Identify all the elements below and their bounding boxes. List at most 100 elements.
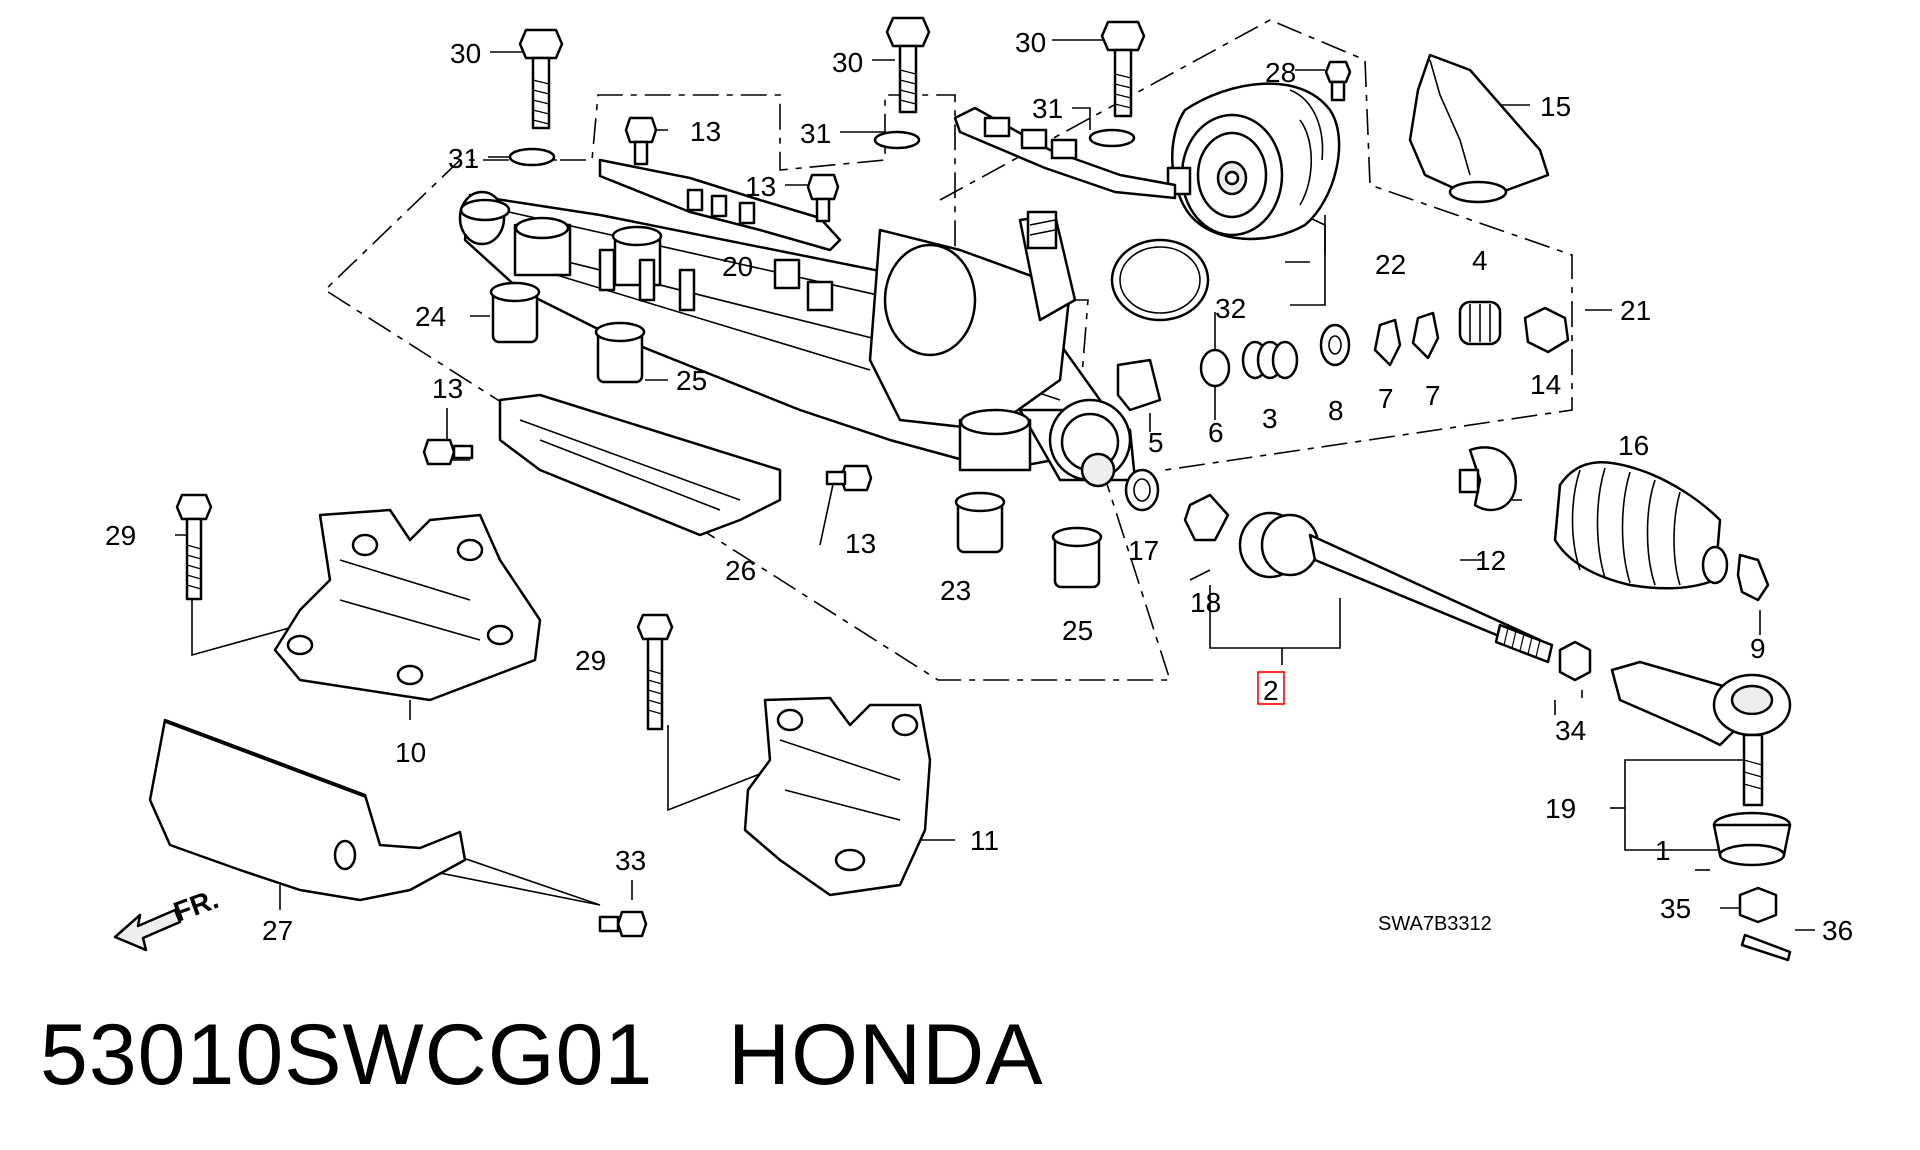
washer-31-left	[508, 147, 556, 167]
washer-31-right	[1088, 128, 1136, 148]
motor-22	[1166, 82, 1341, 241]
part-number: 53010SWCG01	[40, 1007, 654, 1103]
mount-10	[273, 508, 542, 702]
nut-34	[1558, 640, 1592, 682]
bolt-13-bracket	[806, 173, 840, 223]
callout-20: 20	[722, 251, 753, 282]
callout-23: 23	[940, 575, 971, 606]
shield-27	[148, 718, 467, 902]
callout-36: 36	[1822, 915, 1853, 946]
callout-28: 28	[1265, 57, 1296, 88]
boot-16	[1553, 461, 1729, 590]
rack-housing	[458, 190, 1137, 488]
callout-27: 27	[262, 915, 293, 946]
callout-29: 29	[575, 645, 606, 676]
bracket-20	[598, 158, 842, 252]
callout-10: 10	[395, 737, 426, 768]
ring-6	[1199, 348, 1231, 388]
bushing-25-lower	[1051, 526, 1103, 589]
cover-15	[1408, 53, 1550, 204]
nut-35	[1738, 886, 1778, 924]
clip-9	[1736, 553, 1770, 602]
callout-30: 30	[450, 38, 481, 69]
bolt-28	[1324, 60, 1352, 102]
callout-19: 19	[1545, 793, 1576, 824]
callout-4: 4	[1472, 245, 1488, 276]
bolt-29-center	[636, 613, 674, 731]
callout-31: 31	[800, 118, 831, 149]
brand-name: HONDA	[728, 1007, 1044, 1103]
cover-26	[498, 393, 782, 537]
bolt-30-left	[518, 28, 564, 130]
callout-34: 34	[1555, 715, 1586, 746]
direction-marker-label: FR.	[169, 883, 222, 928]
washer-8	[1319, 323, 1351, 367]
plate-7-a	[1373, 318, 1402, 367]
washer-31-center	[873, 130, 921, 150]
callout-13: 13	[745, 171, 776, 202]
diagram-code: SWA7B3312	[1378, 913, 1492, 935]
washer-8-hole	[1328, 335, 1342, 355]
highlight-box	[1257, 671, 1285, 705]
callout-22: 22	[1375, 249, 1406, 280]
callout-35: 35	[1660, 893, 1691, 924]
callout-26: 26	[725, 555, 756, 586]
callout-labels: 30 30 30 31 31 31 28 15 13 13 13 13 20 2…	[105, 27, 1853, 946]
callout-32: 32	[1215, 293, 1246, 324]
callout-13: 13	[845, 528, 876, 559]
callout-7: 7	[1425, 380, 1441, 411]
callout-31: 31	[448, 143, 479, 174]
bolt-30-right	[1100, 20, 1146, 118]
callout-18: 18	[1190, 587, 1221, 618]
seal-32-inner	[1119, 246, 1201, 314]
callout-9: 9	[1750, 633, 1766, 664]
callout-25: 25	[676, 365, 707, 396]
plate-7-b	[1411, 311, 1440, 360]
callout-30: 30	[1015, 27, 1046, 58]
callout-1: 1	[1655, 835, 1671, 866]
callout-17: 17	[1128, 535, 1159, 566]
bushing-24	[489, 281, 541, 344]
assembly-outline-motor	[939, 19, 1573, 471]
bushing-23	[954, 491, 1006, 554]
spring-3	[1241, 340, 1299, 380]
callout-11: 11	[970, 825, 999, 856]
ring-17	[1124, 468, 1160, 512]
tie-rod-end-19	[1610, 660, 1792, 807]
callout-16: 16	[1618, 430, 1649, 461]
part-caption: 53010SWCG01 HONDA	[40, 1012, 1044, 1098]
band-12	[1458, 446, 1518, 512]
locknut-14	[1523, 306, 1570, 354]
bushing-25-upper	[594, 321, 646, 384]
callout-2: 2	[1263, 675, 1279, 706]
callout-14: 14	[1530, 369, 1561, 400]
seal-32	[1110, 238, 1210, 322]
bolt-13-cover	[825, 464, 873, 492]
callout-30: 30	[832, 47, 863, 78]
tie-rod-2	[1238, 511, 1554, 664]
callout-15: 15	[1540, 91, 1571, 122]
callout-24: 24	[415, 301, 446, 332]
bolt-33	[598, 910, 648, 938]
callout-31: 31	[1032, 93, 1063, 124]
callout-6: 6	[1208, 417, 1224, 448]
bolt-13-left	[422, 438, 474, 466]
callout-7: 7	[1378, 383, 1394, 414]
callout-8: 8	[1328, 395, 1344, 426]
cotter-pin-36	[1740, 933, 1792, 962]
dust-boot-1	[1712, 811, 1792, 867]
callout-3: 3	[1262, 403, 1278, 434]
ring-17-inner	[1133, 478, 1151, 502]
motor-harness	[953, 106, 1177, 200]
rack-guide-5	[1116, 358, 1162, 412]
lock-washer-18	[1183, 493, 1230, 542]
callout-33: 33	[615, 845, 646, 876]
adjuster-4	[1458, 300, 1502, 346]
mount-11	[743, 696, 932, 897]
callout-13: 13	[690, 116, 721, 147]
bolt-30-center	[885, 16, 931, 114]
bolt-29-left	[175, 493, 213, 601]
callout-13: 13	[432, 373, 463, 404]
callout-25: 25	[1062, 615, 1093, 646]
